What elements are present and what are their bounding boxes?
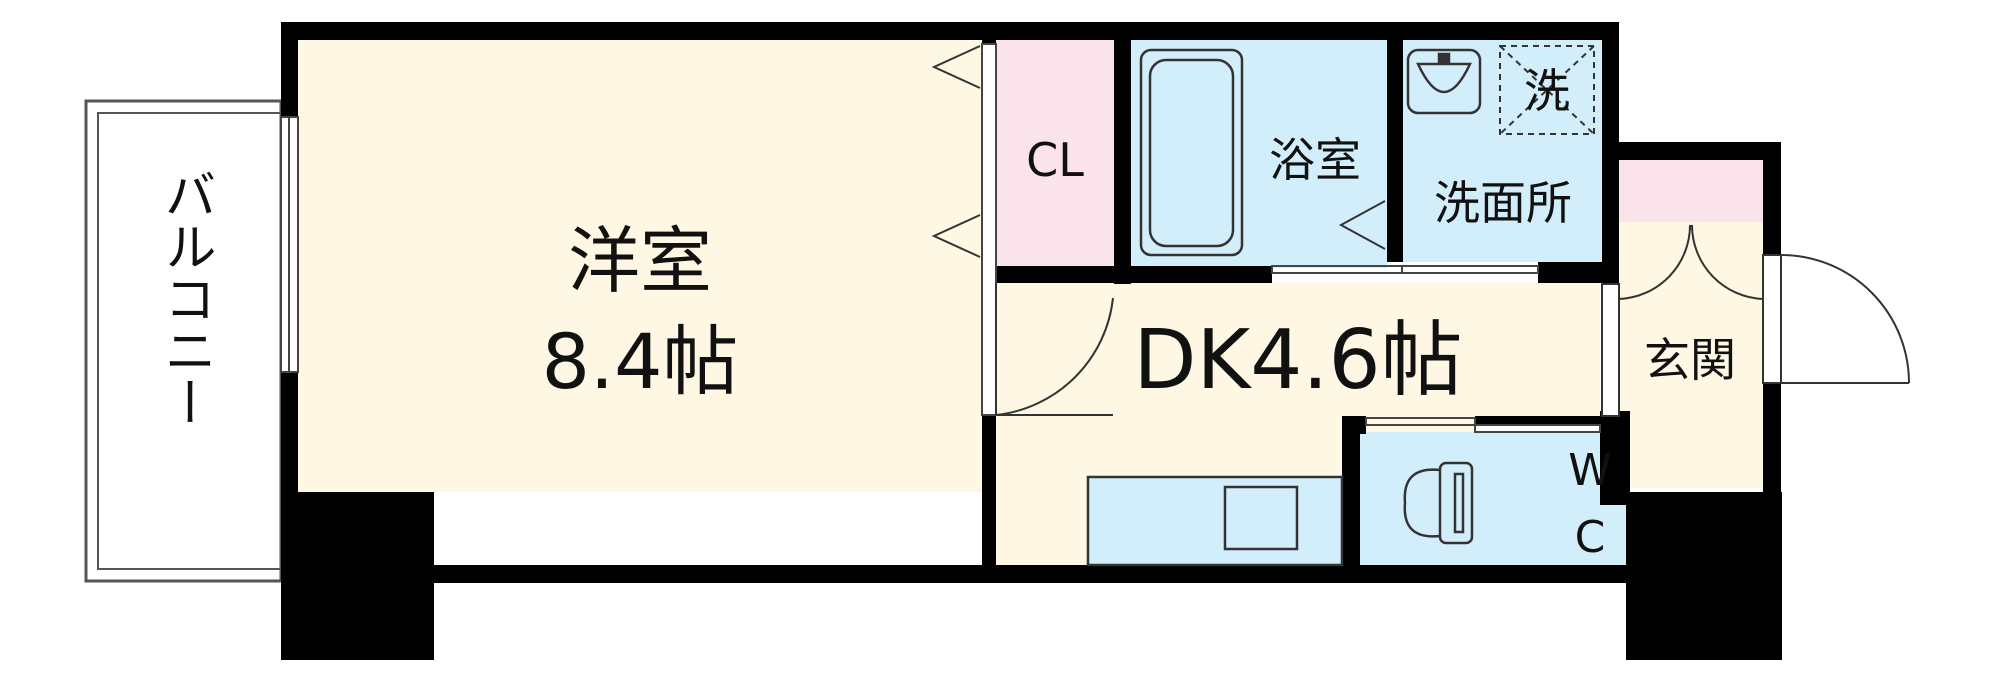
washer-label: 洗 <box>1524 64 1570 118</box>
western-room-size: 8.4帖 <box>542 317 739 406</box>
washroom-floor <box>1403 40 1602 262</box>
wash-basin <box>1406 48 1482 115</box>
bathroom-label: 浴室 <box>1269 133 1361 187</box>
closet-label: CL <box>1026 133 1084 187</box>
dk-door-swing <box>995 283 1114 416</box>
entrance-floor <box>1617 222 1763 488</box>
washer-space <box>1499 45 1595 135</box>
closet-door-frame <box>981 43 997 416</box>
kitchen-counter <box>1086 475 1344 567</box>
dk-label: DK4.6帖 <box>1133 313 1462 408</box>
front-door <box>1762 254 1910 384</box>
washroom-sliding-door <box>1271 265 1539 274</box>
balcony <box>84 99 283 583</box>
washroom-label: 洗面所 <box>1434 176 1572 230</box>
entrance-inner-door <box>1601 224 1764 417</box>
entrance-label: 玄関 <box>1644 333 1736 387</box>
bathroom-door <box>1338 200 1386 250</box>
entrance-storage-floor <box>1617 160 1763 222</box>
balcony-label: バルコニー <box>155 168 215 428</box>
closet-folding-door <box>931 45 981 258</box>
toilet-label-w: W <box>1568 445 1612 496</box>
toilet-sliding-door <box>1365 417 1601 433</box>
balcony-window <box>280 116 299 373</box>
bathtub <box>1139 48 1244 257</box>
western-room-name: 洋室 <box>568 219 712 303</box>
western-room-floor <box>298 40 982 492</box>
walls <box>281 22 1782 660</box>
closet-floor <box>996 40 1114 268</box>
toilet-label-c: C <box>1575 512 1606 563</box>
bathroom-floor <box>1131 40 1387 268</box>
toilet-fixture <box>1403 461 1474 545</box>
